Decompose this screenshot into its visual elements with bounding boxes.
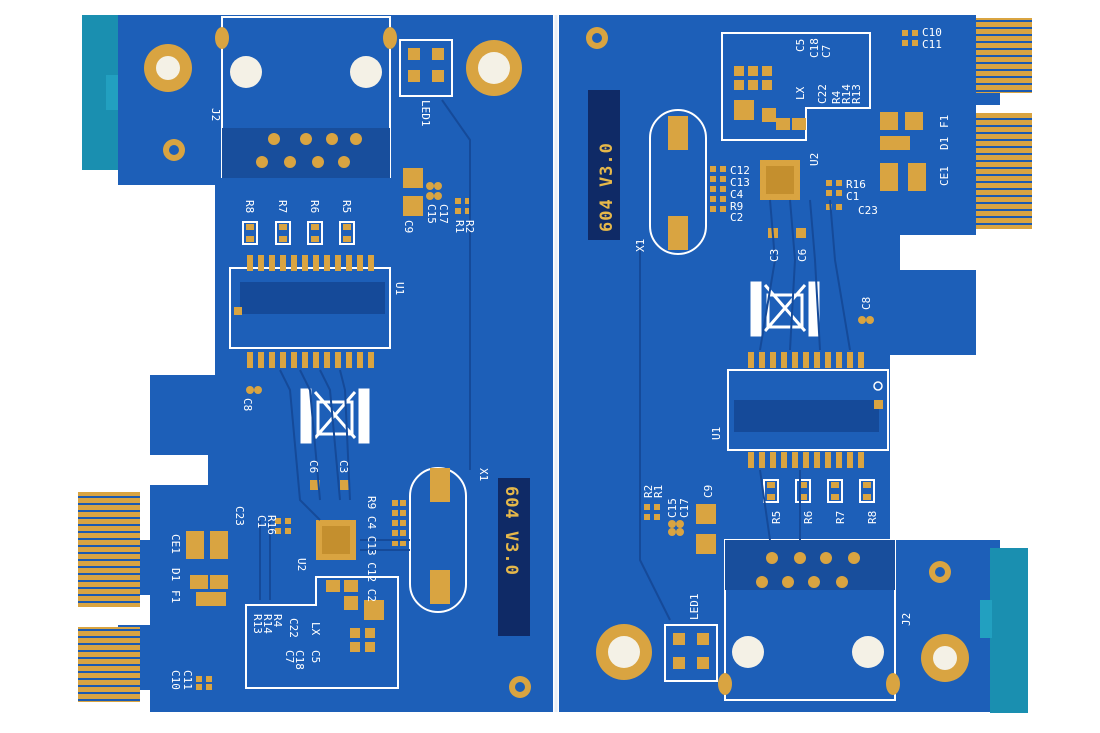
right-label-led: LED1 [688,594,701,621]
right-label-c11: C11 [922,38,942,51]
left-power-box [245,576,399,689]
left-label-r5: R5 [340,200,353,213]
right-label-r8: R8 [866,511,879,524]
right-power-box [721,32,871,141]
left-label-c8: C8 [241,398,254,411]
left-label-c7: C7 [283,650,296,663]
right-label-x1: X1 [634,239,647,252]
left-label-d1: D1 [169,568,182,581]
right-label-c4: C4 [730,188,744,201]
right-label-r1: R1 [652,485,665,498]
left-label-u2: U2 [295,558,308,571]
left-label-r8: R8 [243,200,256,213]
right-label-c5: C5 [794,39,807,52]
right-label-r5: R5 [770,511,783,524]
right-label-r6: R6 [802,511,815,524]
right-label-r2: R2 [642,485,655,498]
left-board [78,15,553,712]
right-label-r9: R9 [730,200,743,213]
right-board [559,15,1032,713]
right-label-c17: C17 [678,498,691,518]
left-label-c15: C15 [425,204,438,224]
left-version-block [498,478,530,636]
right-label-r14: R14 [840,84,853,104]
right-silkscreen: C10 C11 C5 C18 C7 LX C22 R4 R14 R13 D1 F… [597,26,951,626]
left-traces [259,99,471,600]
left-label-f1: F1 [169,590,182,603]
left-resistor-pads [242,221,355,245]
right-u1-outline [727,369,889,451]
left-label-u1: U1 [393,282,406,295]
left-label-lx: LX [309,622,322,636]
right-gold-fingers-upper [976,18,1032,93]
right-label-r4: R4 [830,90,843,104]
left-label-c1: C1 [255,515,268,528]
left-label-r14: R14 [261,614,274,634]
right-label-d1: D1 [938,137,951,150]
left-label-c23: C23 [233,506,246,526]
right-label-c22: C22 [816,84,829,104]
right-version-text: 604 V3.0 [597,142,617,232]
right-label-c6: C6 [796,249,809,262]
right-label-c3: C3 [768,249,781,262]
left-gold-fingers-lower [78,627,140,702]
right-label-f1: F1 [938,115,951,128]
left-label-r6: R6 [308,200,321,213]
right-label-lx: LX [794,86,807,100]
right-gold-fingers-lower [976,113,1032,229]
left-label-r1: R1 [453,220,466,233]
left-label-r7: R7 [276,200,289,213]
left-label-j2: J2 [209,108,222,121]
right-label-r13: R13 [850,84,863,104]
right-label-c9: C9 [702,485,715,498]
right-label-c15: C15 [666,498,679,518]
left-label-cap-stack: R9 C4 C13 C12 C2 [365,496,378,602]
left-u1-outline [229,267,391,349]
left-label-c18: C18 [293,650,306,670]
left-label-c3: C3 [337,460,350,473]
left-label-r13: R13 [251,614,264,634]
right-label-c1: C1 [846,190,859,203]
left-label-x1: X1 [477,468,490,481]
right-bracket-tab [990,548,1028,713]
right-label-r16: R16 [846,178,866,191]
left-label-c6: C6 [307,460,320,473]
right-crystal-outline [649,109,707,255]
right-label-c8: C8 [860,297,873,310]
left-label-c5: C5 [309,650,322,663]
right-label-r7: R7 [834,511,847,524]
left-label-c17: C17 [437,204,450,224]
left-label-r2: R2 [463,220,476,233]
left-version-text: 604 V3.0 [501,486,521,576]
left-label-r16: R16 [265,515,278,535]
right-label-u1: U1 [710,427,723,440]
right-label-c13: C13 [730,176,750,189]
left-gold-fingers-upper [78,492,140,607]
right-label-j2: J2 [900,613,913,626]
right-label-c10: C10 [922,26,942,39]
left-label-r4: R4 [271,614,284,628]
right-label-c7: C7 [820,45,833,58]
left-label-c22: C22 [287,618,300,638]
right-label-c18: C18 [808,38,821,58]
right-label-ce1: CE1 [938,166,951,186]
right-label-c2: C2 [730,211,743,224]
left-label-c10: C10 [169,670,182,690]
right-label-u2: U2 [808,153,821,166]
left-silkscreen: J2 LED1 R8 R7 R6 R5 C9 C15 C17 R1 R2 U1 … [169,100,521,690]
left-label-c11: C11 [181,670,194,690]
right-traces [639,199,851,621]
left-label-c9: C9 [402,220,415,233]
right-label-c23: C23 [858,204,878,217]
left-label-led: LED1 [419,100,432,127]
right-label-c12: C12 [730,164,750,177]
left-label-ce1: CE1 [169,534,182,554]
right-version-block [588,90,620,240]
